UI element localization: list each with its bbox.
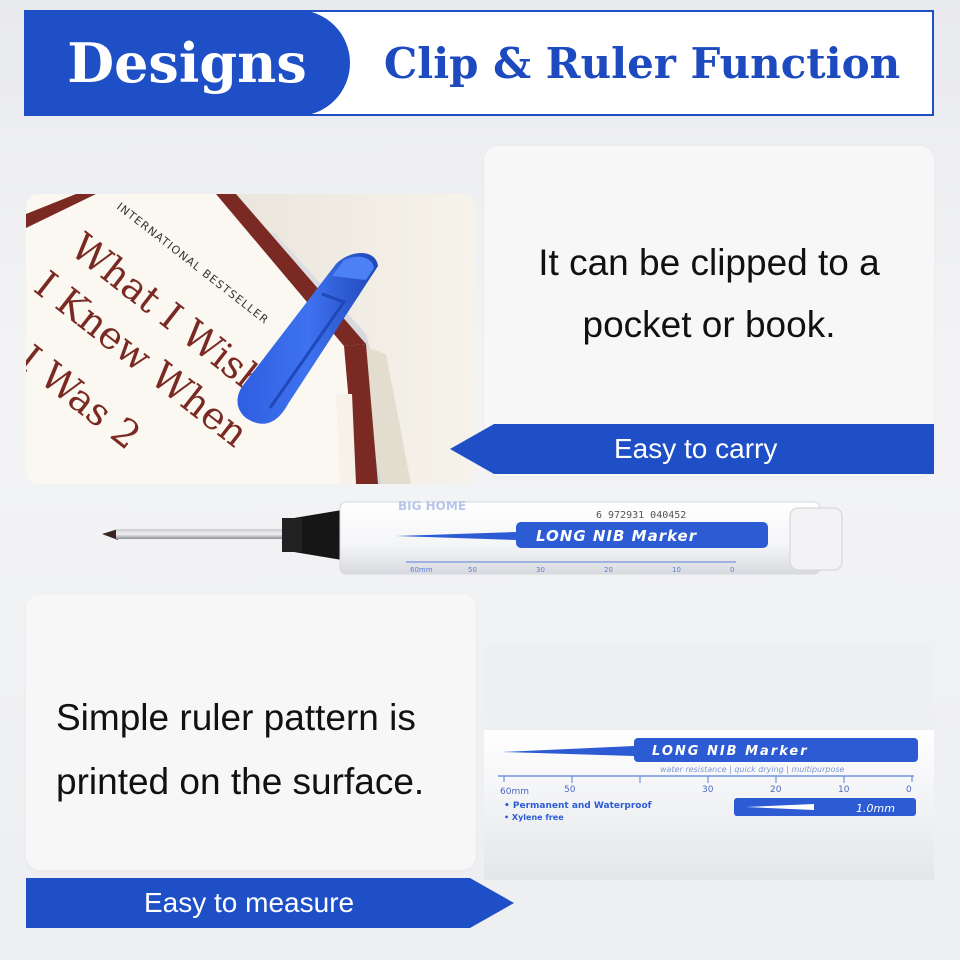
closeup-scale-left: 60mm: [500, 787, 529, 797]
marker-scale-tick: 0: [730, 566, 734, 574]
clip-text: It can be clipped to a pocket or book.: [484, 232, 934, 356]
ruler-closeup-photo: LONG NIB Marker water resistance | quick…: [484, 642, 934, 932]
ruler-text-line2: printed on the surface.: [56, 761, 425, 802]
ruler-text-line1: Simple ruler pattern is: [56, 697, 416, 738]
closeup-scale-30: 30: [702, 785, 714, 795]
marker-scale-left: 60mm: [410, 566, 433, 574]
easy-to-measure-label: Easy to measure: [144, 887, 355, 918]
marker-label: LONG NIB Marker: [536, 527, 698, 545]
marker-scale-tick: 30: [536, 566, 545, 574]
closeup-size: 1.0mm: [856, 802, 895, 815]
clip-text-card: [484, 146, 934, 476]
page-title: Clip & Ruler Function: [383, 38, 901, 88]
ruler-closeup-illustration: LONG NIB Marker water resistance | quick…: [484, 642, 934, 932]
book-clip-photo: INTERNATIONAL BESTSELLER What I Wish I K…: [26, 194, 476, 484]
marker-brand: BIG HOME: [398, 499, 466, 513]
closeup-scale-50: 50: [564, 785, 576, 795]
closeup-label: LONG NIB Marker: [652, 744, 809, 759]
book-clip-illustration: INTERNATIONAL BESTSELLER What I Wish I K…: [26, 194, 476, 484]
easy-to-carry-label: Easy to carry: [614, 433, 778, 464]
clip-text-line1: It can be clipped to a: [538, 242, 880, 283]
closeup-scale-10: 10: [838, 785, 850, 795]
closeup-scale-20: 20: [770, 785, 782, 795]
ruler-text: Simple ruler pattern is printed on the s…: [26, 686, 480, 814]
header-banner: Designs Clip & Ruler Function: [24, 10, 934, 116]
marker-scale-tick: 10: [672, 566, 681, 574]
long-nib-marker: BIG HOME 6 972931 040452 LONG NIB Marker…: [102, 499, 843, 575]
ruler-text-card: [26, 594, 476, 870]
closeup-scale-0: 0: [906, 785, 912, 795]
marker-scale-tick: 20: [604, 566, 613, 574]
easy-to-carry-arrow: Easy to carry: [450, 424, 934, 474]
closeup-feature2: • Xylene free: [504, 813, 564, 822]
closeup-subtitle: water resistance | quick drying | multip…: [660, 765, 845, 774]
closeup-feature1: • Permanent and Waterproof: [504, 801, 652, 811]
designs-badge: Designs: [24, 10, 350, 116]
marker-scale-tick: 50: [468, 566, 477, 574]
clip-text-line2: pocket or book.: [582, 304, 836, 345]
marker-barcode: 6 972931 040452: [596, 510, 686, 521]
easy-to-measure-arrow: Easy to measure: [26, 878, 514, 928]
marker-clip: [237, 252, 378, 424]
